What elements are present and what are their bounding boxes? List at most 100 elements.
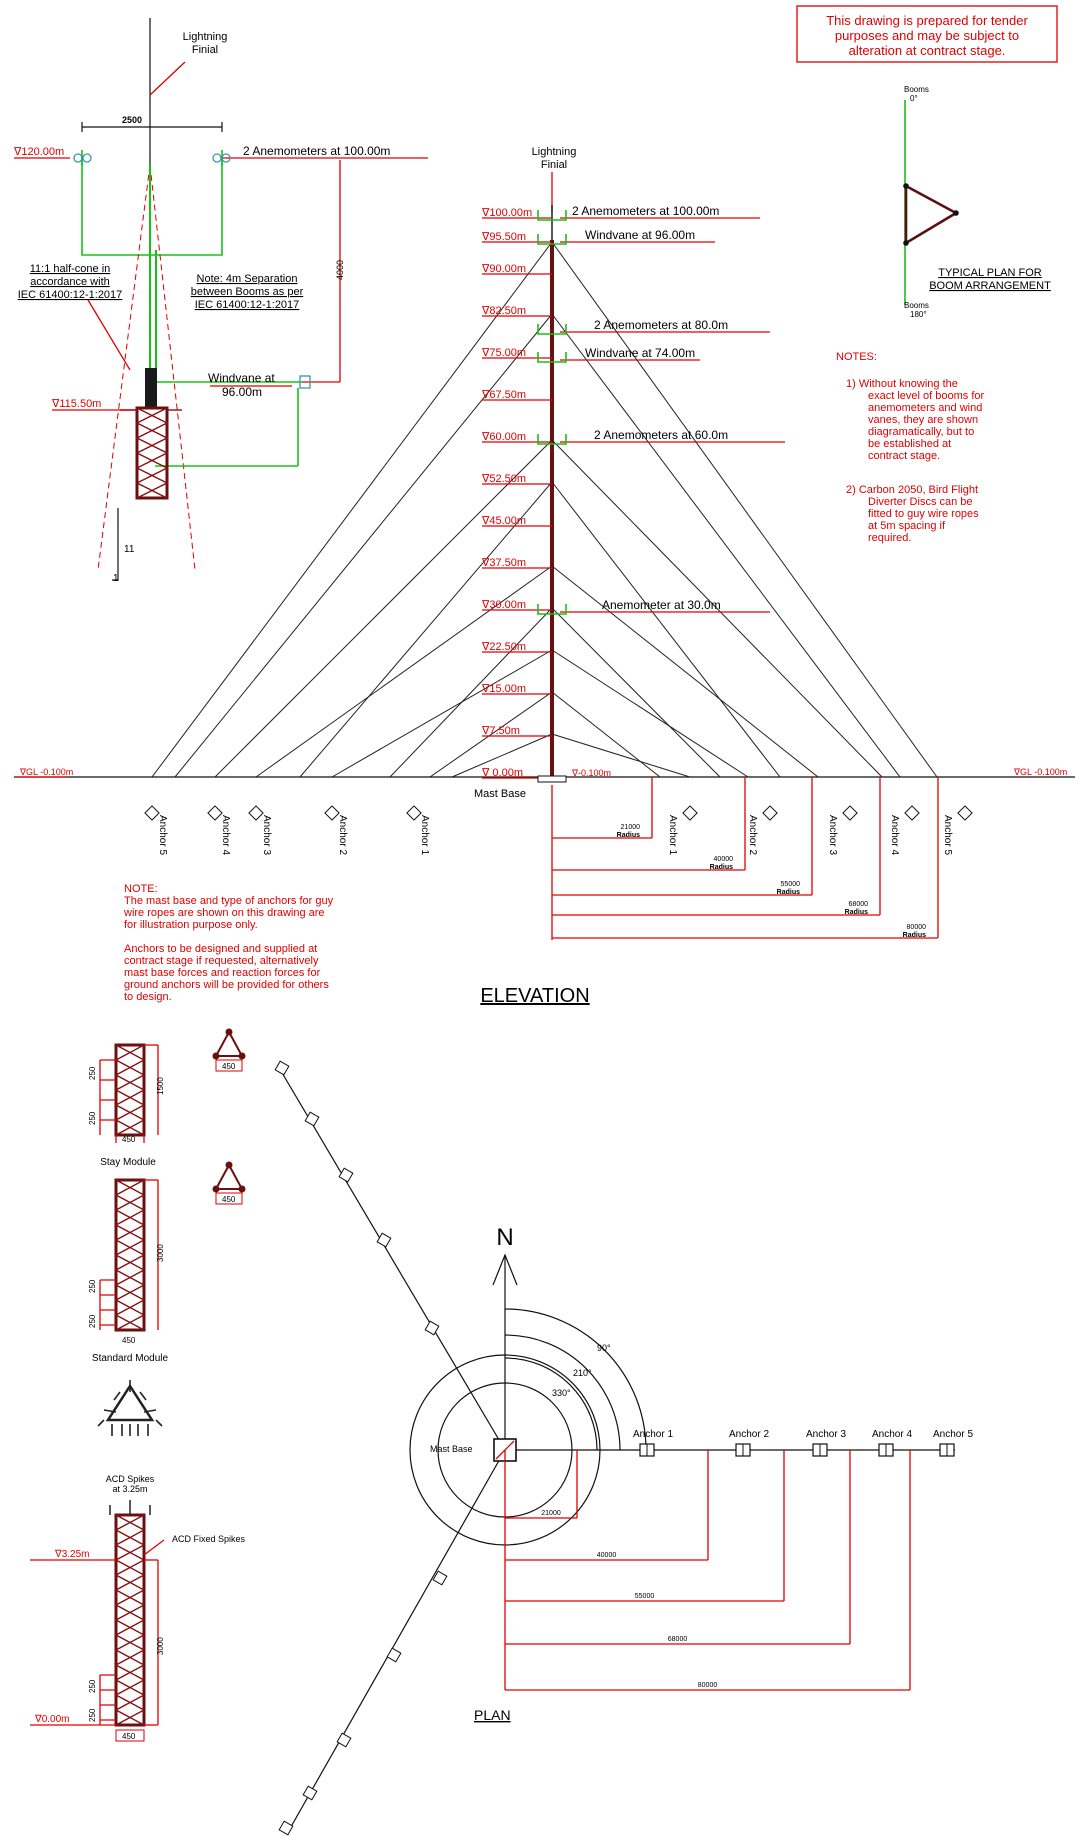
radius-dim-value: 40000 [714, 856, 734, 863]
acd-level-000: ∇0.00m [34, 1714, 69, 1725]
instrument-boom [537, 324, 567, 335]
instrument-boom [537, 434, 567, 445]
elev-anchor-label-right: Anchor 2 [747, 815, 758, 855]
plan-anchor-icon [432, 1570, 448, 1586]
plan-angle-330: 330° [552, 1388, 571, 1398]
plan-anchor-icon [304, 1111, 320, 1127]
plan-anchor-label: Anchor 5 [933, 1429, 973, 1440]
notes-heading: NOTES: [836, 351, 877, 363]
elev-level-label: ∇75.00m [481, 347, 526, 359]
separation-note-2: between Booms as per [191, 286, 304, 298]
acd-module: ∇3.25m ∇0.00m 250 250 3000 450 ACD Fixed… [30, 1500, 246, 1742]
guy-wire [551, 607, 721, 778]
elev-anchor-label-right: Anchor 5 [942, 815, 953, 855]
detail-width-dim: 2500 [122, 115, 142, 125]
radius-dim-value: 68000 [849, 901, 869, 908]
elev-anchor-icon [904, 805, 920, 821]
elev-level-label: ∇45.00m [481, 515, 526, 527]
detail-level-top: ∇120.00m [13, 146, 64, 158]
acd-dim-250-b: 250 [88, 1708, 97, 1722]
guy-wire [551, 565, 819, 778]
detail-level-mid: ∇115.50m [51, 398, 101, 410]
notes-block: NOTES: 1) Without knowing the exact leve… [836, 351, 985, 544]
guy-wire [551, 691, 661, 778]
anchor-note-block: NOTE:The mast base and type of anchors f… [123, 883, 334, 1003]
acd-dim-450: 450 [122, 1732, 136, 1741]
stay-dim-450: 450 [122, 1135, 136, 1144]
radius-dim-label: Radius [617, 832, 640, 839]
disclaimer-line-2: purposes and may be subject to [835, 28, 1019, 43]
elevation-title: ELEVATION [480, 985, 589, 1007]
plan-mast-base-label: Mast Base [430, 1444, 473, 1454]
instrument-label: Windvane at 96.00m [585, 228, 695, 242]
elev-level-label: ∇82.50m [481, 305, 526, 317]
note-2-line-3: fitted to guy wire ropes [868, 508, 979, 520]
guy-wires [151, 241, 938, 778]
elev-anchor-icon [842, 805, 858, 821]
instrument-label: 2 Anemometers at 60.0m [594, 428, 728, 442]
instrument-boom [537, 352, 567, 363]
radius-dim-label: Radius [903, 932, 926, 939]
elev-anchor-label-right: Anchor 1 [667, 815, 678, 855]
plan-title: PLAN [474, 1707, 511, 1723]
note-1-line-2: exact level of booms for [868, 390, 985, 402]
guy-wire [331, 649, 553, 778]
guy-wire [551, 241, 938, 778]
acd-spikes-plan: ACD Spikes at 3.25m [97, 1380, 163, 1494]
module-details: 250 250 1500 450 Stay Module 450 250 250… [30, 1028, 246, 1742]
instrument-boom [537, 234, 567, 245]
elev-anchor-label-right: Anchor 4 [889, 815, 900, 855]
plan-anchor-label: Anchor 1 [633, 1429, 673, 1440]
detail-height-dim: 4000 [335, 260, 345, 280]
guy-wire [174, 313, 553, 778]
plan-anchor-icon [302, 1785, 318, 1801]
detail-windvane-label-2: 96.00m [222, 385, 262, 399]
guy-wire [451, 733, 553, 778]
stay-dim-1500: 1500 [156, 1077, 165, 1095]
anchor-note-line: contract stage if requested, alternative… [124, 955, 319, 967]
mast-head-detail: Lightning Finial 2500 ∇120.00m 2 Anemome… [13, 18, 428, 584]
anchor-note-line: wire ropes are shown on this drawing are [123, 907, 325, 919]
elev-level-label: ∇95.50m [481, 231, 526, 243]
instrument-label: Anemometer at 30.0m [602, 598, 721, 612]
note-2-line-1: 2) Carbon 2050, Bird Flight [846, 484, 978, 496]
instrument-label: 2 Anemometers at 100.00m [572, 204, 719, 218]
elevation-drawing: Lightning Finial ∇100.00m∇95.50m∇90.00m∇… [14, 146, 1075, 1007]
elev-level-label: ∇ 0.00m [481, 767, 523, 779]
elev-level-label: ∇30.00m [481, 599, 526, 611]
elev-level-label: ∇67.50m [481, 389, 526, 401]
elev-anchor-icon [324, 805, 340, 821]
stay-module-label: Stay Module [100, 1157, 156, 1168]
plan-anchor-icon [386, 1647, 402, 1663]
note-2-line-4: at 5m spacing if [868, 520, 946, 532]
stay-module: 250 250 1500 450 Stay Module 450 [88, 1028, 246, 1168]
guy-wire [151, 241, 553, 778]
detail-finial-label-2: Finial [192, 44, 218, 56]
elev-mast-base-label: Mast Base [474, 788, 526, 800]
base-level-label: ∇-0.100m [571, 768, 611, 778]
plan-radius-value: 55000 [635, 1593, 655, 1600]
instrument-label: Windvane at 74.00m [585, 346, 695, 360]
stay-dim-250-a: 250 [88, 1066, 97, 1080]
elev-anchor-icon [957, 805, 973, 821]
boom-plan-title-2: BOOM ARRANGEMENT [929, 280, 1051, 292]
cone-note-2: accordance with [30, 276, 110, 288]
plan-guy-line-upper [277, 1065, 506, 1451]
separation-note-3: IEC 61400:12-1:2017 [195, 299, 300, 311]
boom-180-label-1: Booms [904, 301, 929, 310]
guy-wire [389, 607, 553, 778]
boom-plan-title-1: TYPICAL PLAN FOR [938, 267, 1042, 279]
stay-plan-dim-450: 450 [222, 1062, 236, 1071]
radius-dim-value: 55000 [781, 881, 801, 888]
detail-windvane-label-1: Windvane at [208, 371, 275, 385]
std-dim-250-a: 250 [88, 1279, 97, 1293]
elev-level-label: ∇100.00m [481, 207, 532, 219]
guy-wire [551, 649, 749, 778]
acd-dim-250-a: 250 [88, 1679, 97, 1693]
elevation-radius-dims: 21000Radius40000Radius55000Radius68000Ra… [551, 777, 939, 940]
gl-left-label: ∇GL -0.100m [19, 767, 73, 777]
